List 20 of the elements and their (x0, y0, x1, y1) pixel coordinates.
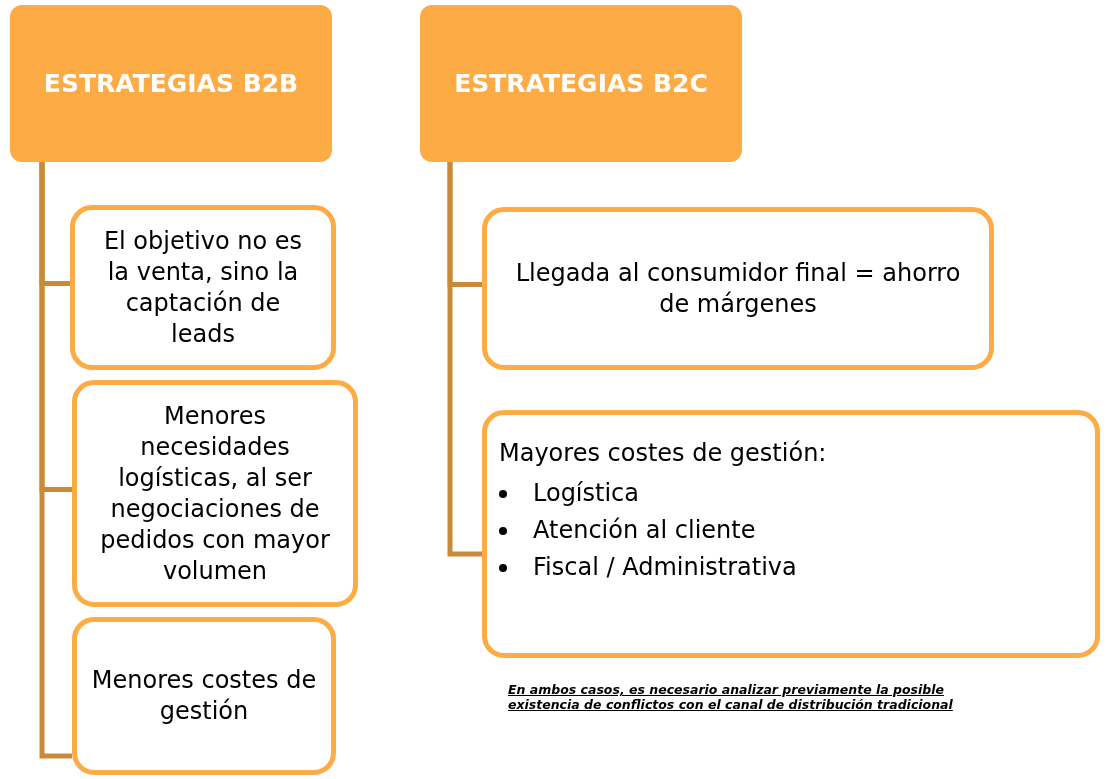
list-item: Fiscal / Administrativa (533, 552, 797, 583)
box-text: Menores necesidades logísticas, al ser negociaciones de pedidos con mayor volumen (99, 400, 331, 587)
list-item: Logística (533, 478, 640, 509)
content-box (70, 205, 336, 370)
connector-line (39, 162, 72, 759)
connector-line (447, 162, 482, 557)
header-text: ESTRATEGIAS B2B (43, 67, 299, 100)
header-text: ESTRATEGIAS B2C (454, 67, 708, 100)
content-box (72, 380, 358, 607)
content-box (482, 410, 1100, 658)
content-box (482, 207, 994, 370)
list-item: Atención al cliente (533, 515, 756, 546)
box-text: Llegada al consumidor final = ahorro de márgenes (514, 257, 962, 320)
box-heading: Mayores costes de gestión: (499, 438, 828, 469)
box-text: El objetivo no es la venta, sino la captación de leads (102, 225, 304, 350)
footnote: En ambos casos, es necesario analizar previamente la posible existencia de conflictos con el canal de distribución tradicional (508, 682, 954, 712)
content-box (72, 617, 336, 775)
box-text: Menores costes de gestión (90, 665, 318, 727)
header-box (10, 5, 332, 162)
header-box (420, 5, 742, 162)
